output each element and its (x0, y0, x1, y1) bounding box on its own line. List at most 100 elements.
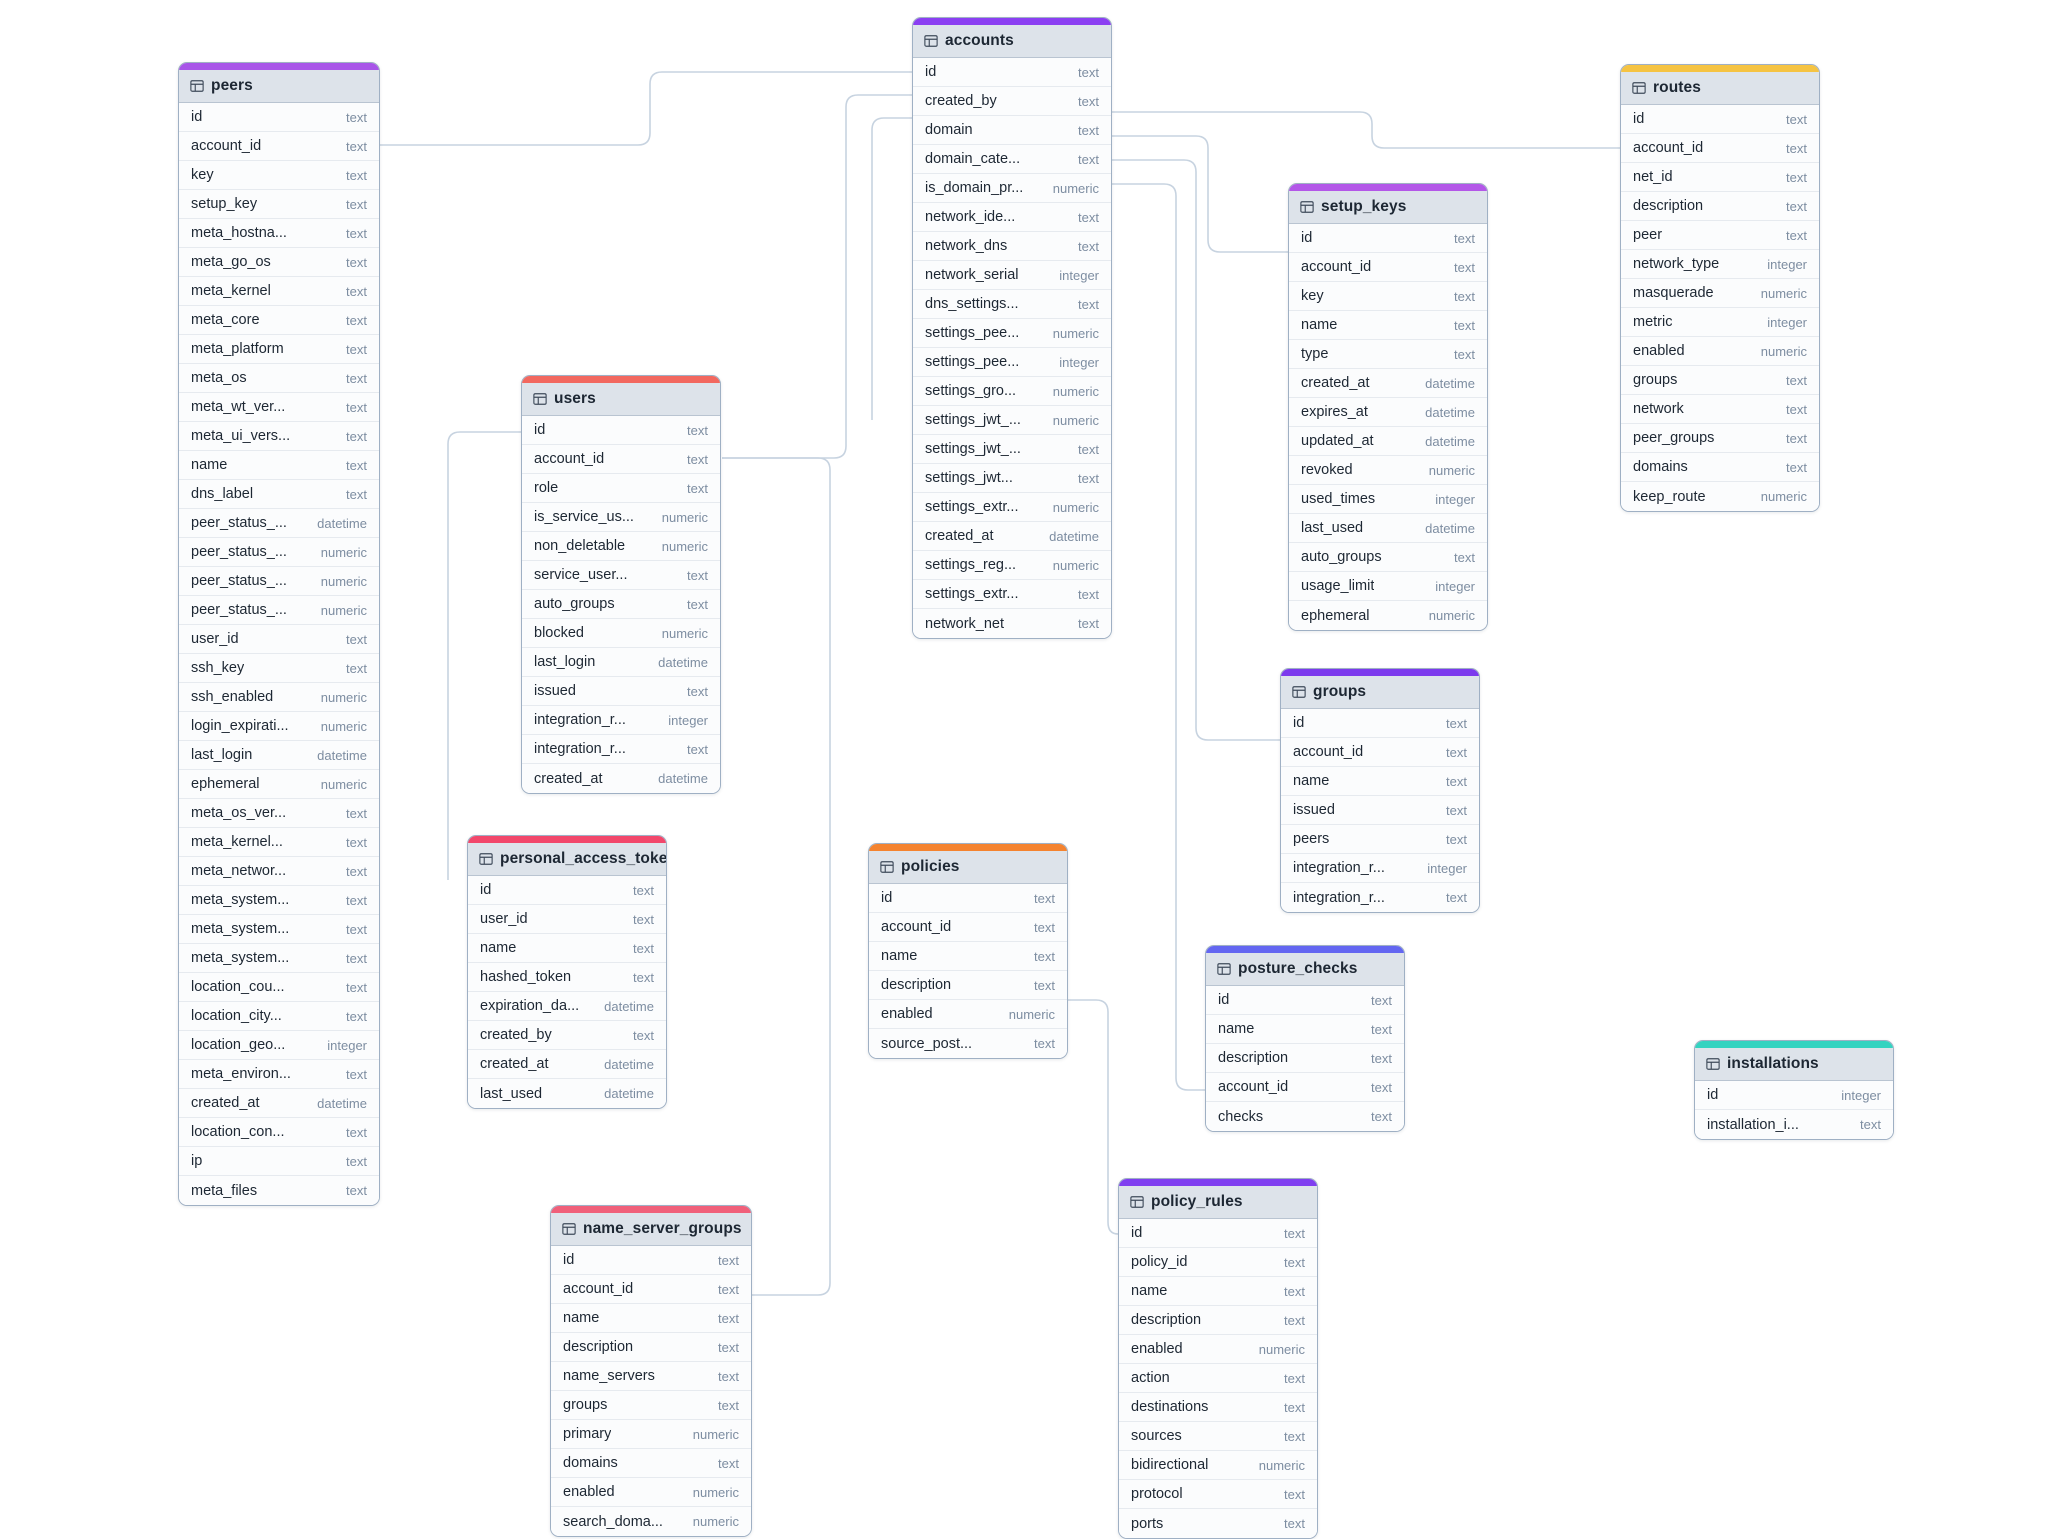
column-row[interactable]: settings_extr...numeric (913, 493, 1111, 522)
table-header[interactable]: groups (1281, 676, 1479, 709)
column-row[interactable]: settings_pee...integer (913, 348, 1111, 377)
table-header[interactable]: policies (869, 851, 1067, 884)
column-row[interactable]: peer_status_...numeric (179, 538, 379, 567)
column-row[interactable]: settings_pee...numeric (913, 319, 1111, 348)
table-header[interactable]: users (522, 383, 720, 416)
column-row[interactable]: settings_jwt_...text (913, 435, 1111, 464)
table-header[interactable]: installations (1695, 1048, 1893, 1081)
column-row[interactable]: network_ide...text (913, 203, 1111, 232)
column-row[interactable]: settings_extr...text (913, 580, 1111, 609)
table-header[interactable]: accounts (913, 25, 1111, 58)
column-row[interactable]: meta_networ...text (179, 857, 379, 886)
table-header[interactable]: policy_rules (1119, 1186, 1317, 1219)
column-row[interactable]: integration_r...integer (522, 706, 720, 735)
table-node-personal_access_tokens[interactable]: personal_access_tokensidtextuser_idtextn… (467, 835, 667, 1109)
column-row[interactable]: peer_status_...numeric (179, 596, 379, 625)
column-row[interactable]: location_cou...text (179, 973, 379, 1002)
table-header[interactable]: routes (1621, 72, 1819, 105)
column-row[interactable]: search_doma...numeric (551, 1507, 751, 1536)
column-row[interactable]: meta_kernel...text (179, 828, 379, 857)
column-row[interactable]: meta_os_ver...text (179, 799, 379, 828)
column-row[interactable]: location_con...text (179, 1118, 379, 1147)
column-row[interactable]: peer_status_...datetime (179, 509, 379, 538)
table-header[interactable]: posture_checks (1206, 953, 1404, 986)
column-row[interactable]: location_city...text (179, 1002, 379, 1031)
table-header[interactable]: peers (179, 70, 379, 103)
column-row[interactable]: domain_cate...text (913, 145, 1111, 174)
column-row[interactable]: settings_jwt...text (913, 464, 1111, 493)
column-row[interactable]: dns_settings...text (913, 290, 1111, 319)
column-row[interactable]: source_post...text (869, 1029, 1067, 1058)
column-row[interactable]: settings_reg...numeric (913, 551, 1111, 580)
column-row[interactable]: is_domain_pr...numeric (913, 174, 1111, 203)
column-row[interactable]: integration_r...text (522, 735, 720, 764)
column-row[interactable]: integration_r...text (1281, 883, 1479, 912)
column-row[interactable]: meta_hostna...text (179, 219, 379, 248)
table-header[interactable]: personal_access_tokens (468, 843, 666, 876)
